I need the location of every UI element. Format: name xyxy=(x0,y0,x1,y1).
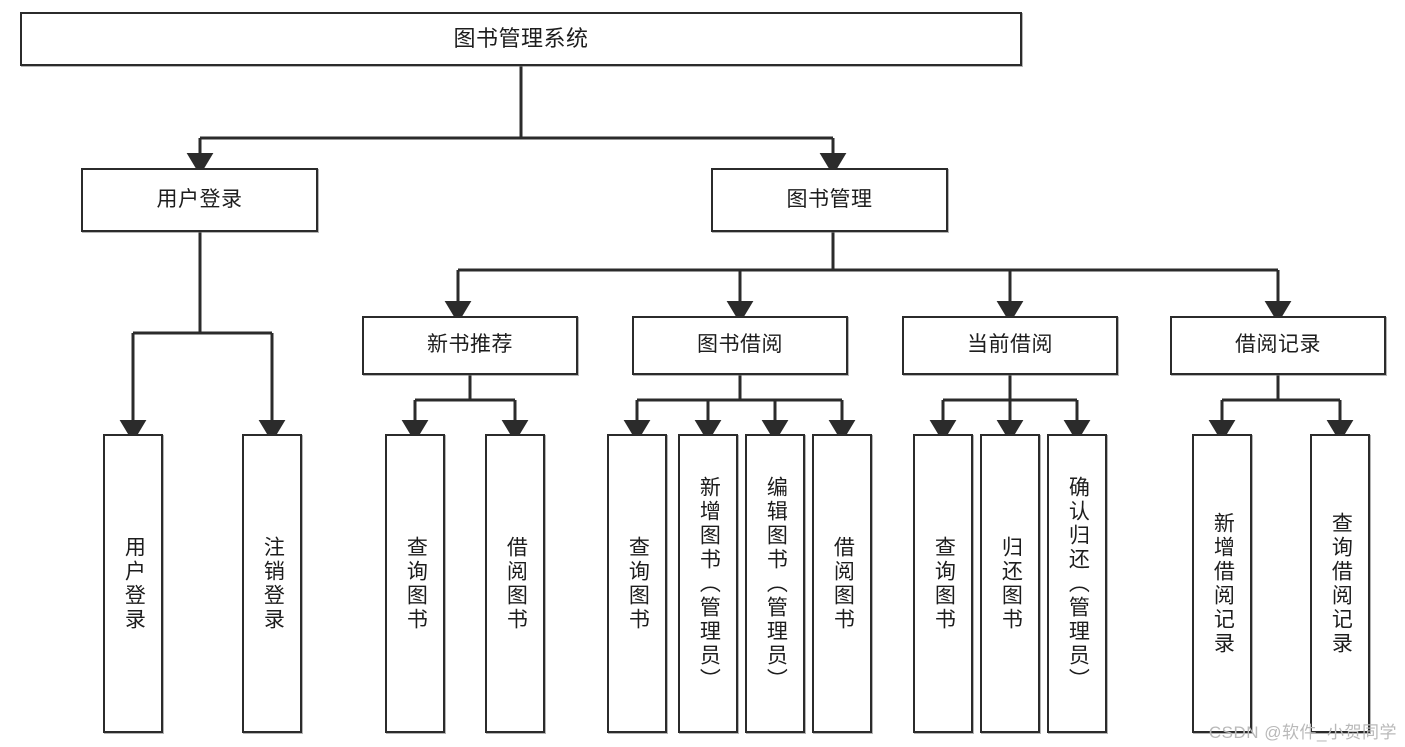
leaf-user-logout[interactable]: 注销登录 xyxy=(242,434,302,733)
node-label: 新增图书（管理员） xyxy=(697,475,721,692)
node-label: 图书借阅 xyxy=(697,333,783,357)
node-borrow-records[interactable]: 借阅记录 xyxy=(1170,316,1386,375)
node-book-borrow[interactable]: 图书借阅 xyxy=(632,316,848,375)
leaf-current-confirm-return-admin[interactable]: 确认归还（管理员） xyxy=(1047,434,1107,733)
node-label: 借阅图书 xyxy=(504,535,528,632)
leaf-borrow-edit-book-admin[interactable]: 编辑图书（管理员） xyxy=(745,434,805,733)
node-label: 图书管理 xyxy=(786,187,873,211)
node-label: 注销登录 xyxy=(261,535,285,632)
node-label: 查询图书 xyxy=(626,535,650,632)
node-label: 用户登录 xyxy=(122,535,146,632)
node-label: 借阅记录 xyxy=(1235,333,1321,357)
leaf-borrow-query-book[interactable]: 查询图书 xyxy=(607,434,667,733)
leaf-newbook-borrow-book[interactable]: 借阅图书 xyxy=(485,434,545,733)
node-label: 查询借阅记录 xyxy=(1329,511,1353,656)
node-label: 归还图书 xyxy=(999,535,1023,632)
node-book-management[interactable]: 图书管理 xyxy=(711,168,948,232)
node-user-login[interactable]: 用户登录 xyxy=(81,168,318,232)
node-label: 新书推荐 xyxy=(427,333,513,357)
leaf-current-query-book[interactable]: 查询图书 xyxy=(913,434,973,733)
leaf-borrow-lend-book[interactable]: 借阅图书 xyxy=(812,434,872,733)
node-label: 当前借阅 xyxy=(967,333,1053,357)
node-label: 查询图书 xyxy=(932,535,956,632)
leaf-user-login[interactable]: 用户登录 xyxy=(103,434,163,733)
leaf-record-add-borrow-record[interactable]: 新增借阅记录 xyxy=(1192,434,1252,733)
node-label: 用户登录 xyxy=(156,187,243,211)
node-label: 确认归还（管理员） xyxy=(1066,475,1090,692)
node-label: 图书管理系统 xyxy=(453,26,589,52)
leaf-newbook-query-book[interactable]: 查询图书 xyxy=(385,434,445,733)
leaf-current-return-book[interactable]: 归还图书 xyxy=(980,434,1040,733)
node-label: 借阅图书 xyxy=(831,535,855,632)
leaf-borrow-add-book-admin[interactable]: 新增图书（管理员） xyxy=(678,434,738,733)
node-label: 查询图书 xyxy=(404,535,428,632)
node-label: 新增借阅记录 xyxy=(1211,511,1235,656)
node-new-book-recommend[interactable]: 新书推荐 xyxy=(362,316,578,375)
node-label: 编辑图书（管理员） xyxy=(764,475,788,692)
leaf-record-query-borrow-record[interactable]: 查询借阅记录 xyxy=(1310,434,1370,733)
node-root-system[interactable]: 图书管理系统 xyxy=(20,12,1022,66)
node-current-borrow[interactable]: 当前借阅 xyxy=(902,316,1118,375)
csdn-watermark: CSDN @软件_小贺同学 xyxy=(1208,723,1397,742)
